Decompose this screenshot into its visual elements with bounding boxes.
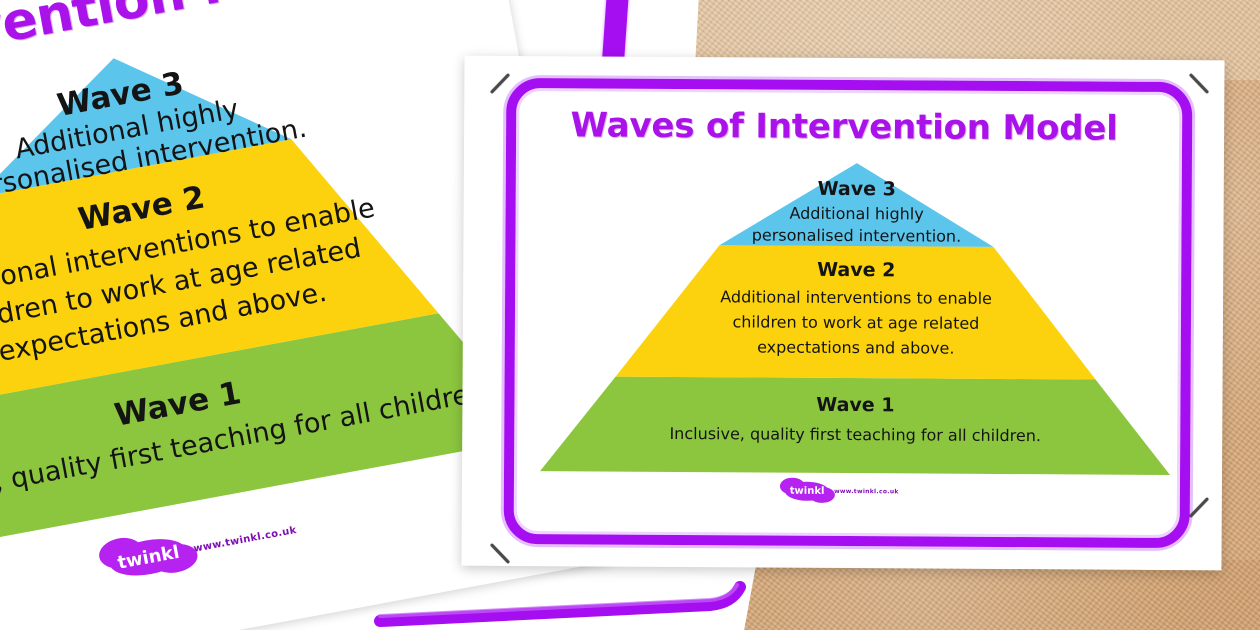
- wave-2-line-3: expectations and above.: [757, 337, 954, 357]
- twinkl-wordmark: twinkl: [789, 485, 825, 497]
- poster-front-title: Waves of Intervention Model: [570, 105, 1118, 149]
- wave-2-heading: Wave 2: [817, 259, 895, 281]
- wave-2-line-1: Additional interventions to enable: [720, 287, 992, 308]
- wave-3-line-2: personalised intervention.: [752, 225, 962, 245]
- cork-board-bottom: [735, 560, 1260, 630]
- pyramid-band-wave-2: [0, 139, 439, 413]
- pyramid-band-wave-3: [0, 58, 292, 198]
- twinkl-wordmark: twinkl: [115, 541, 181, 574]
- twinkl-url: www.twinkl.co.uk: [192, 524, 298, 555]
- wave-1-line-1: Inclusive, quality first teaching for al…: [669, 424, 1041, 445]
- twinkl-cloud-icon: twinkl: [106, 533, 190, 582]
- pyramid-band-wave-1: [0, 313, 543, 566]
- wave-3-heading: Wave 3: [818, 178, 896, 200]
- wave-2-line-2: children to work at age related: [732, 312, 979, 333]
- pyramid-diagram-front: Wave 3 Additional highly personalised in…: [540, 163, 1171, 476]
- pyramid-band-wave-3: [719, 163, 994, 247]
- background-poster-frame-curve: [374, 581, 746, 627]
- poster-front[interactable]: Waves of Intervention Model Wave 3 Addit…: [461, 55, 1225, 571]
- pyramid-band-wave-2: [615, 245, 1096, 380]
- twinkl-cloud-icon: twinkl: [785, 481, 830, 501]
- poster-back[interactable]: Intervention Model Wave 3 Additional hig…: [0, 0, 613, 630]
- twinkl-url: www.twinkl.co.uk: [834, 487, 899, 496]
- poster-back-inner: Intervention Model Wave 3 Additional hig…: [0, 0, 613, 630]
- wave-1-heading: Wave 1: [816, 394, 894, 416]
- wave-3-line-1: Additional highly: [789, 204, 923, 224]
- pyramid-band-wave-1: [540, 376, 1171, 476]
- poster-front-pyramid: Wave 3 Additional highly personalised in…: [540, 161, 1172, 476]
